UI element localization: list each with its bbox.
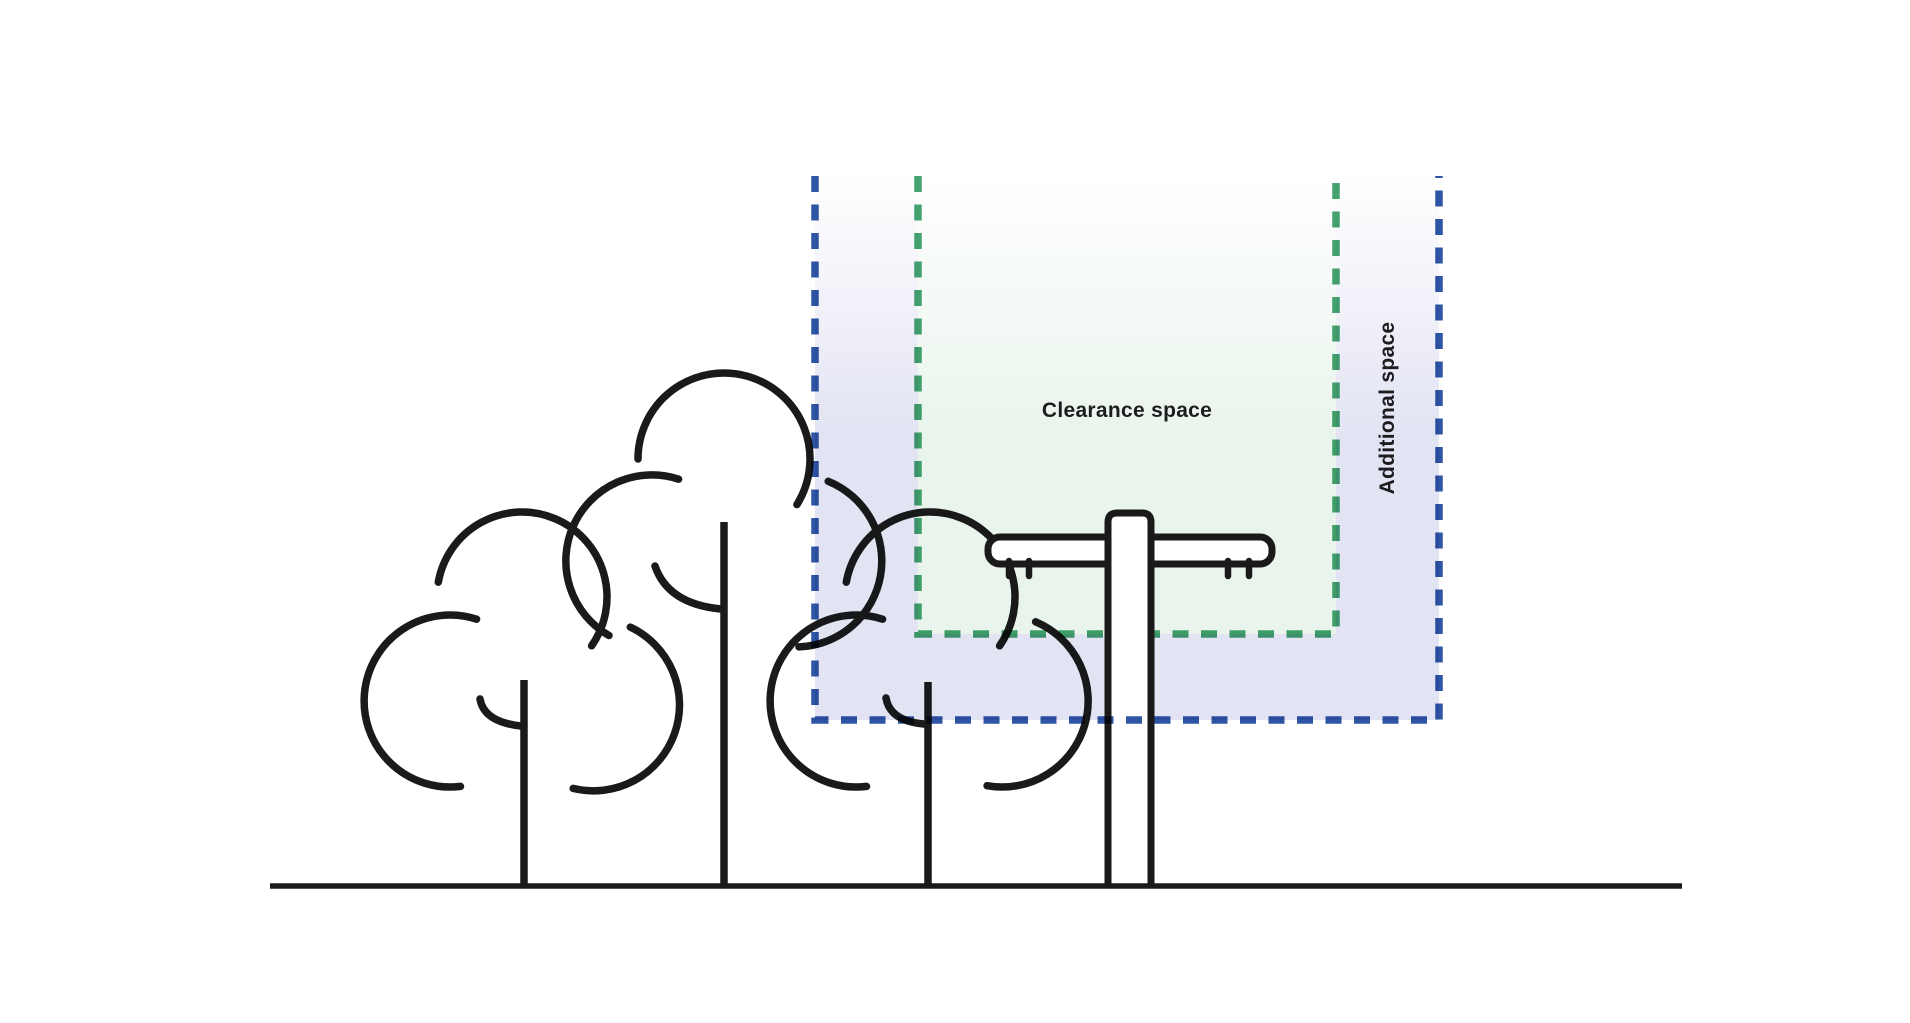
- tree-branch: [476, 695, 525, 730]
- additional-space-label: Additional space: [1376, 321, 1399, 495]
- additional-zone-border: [811, 176, 1443, 724]
- tree-1: [360, 508, 684, 884]
- tree-crown-left-arc: [562, 471, 683, 640]
- power-pole: [984, 509, 1276, 885]
- tree-crown-left-arc: [360, 611, 481, 791]
- tree-crown-right-arc: [569, 623, 684, 795]
- tree-crown-top-arc: [634, 369, 814, 509]
- additional-zone-fill: [815, 176, 1439, 720]
- tree-branch: [651, 562, 725, 613]
- tree-crown-top-arc: [434, 508, 611, 650]
- pole-mast: [1104, 509, 1155, 885]
- clearance-space-label: Clearance space: [1041, 399, 1213, 422]
